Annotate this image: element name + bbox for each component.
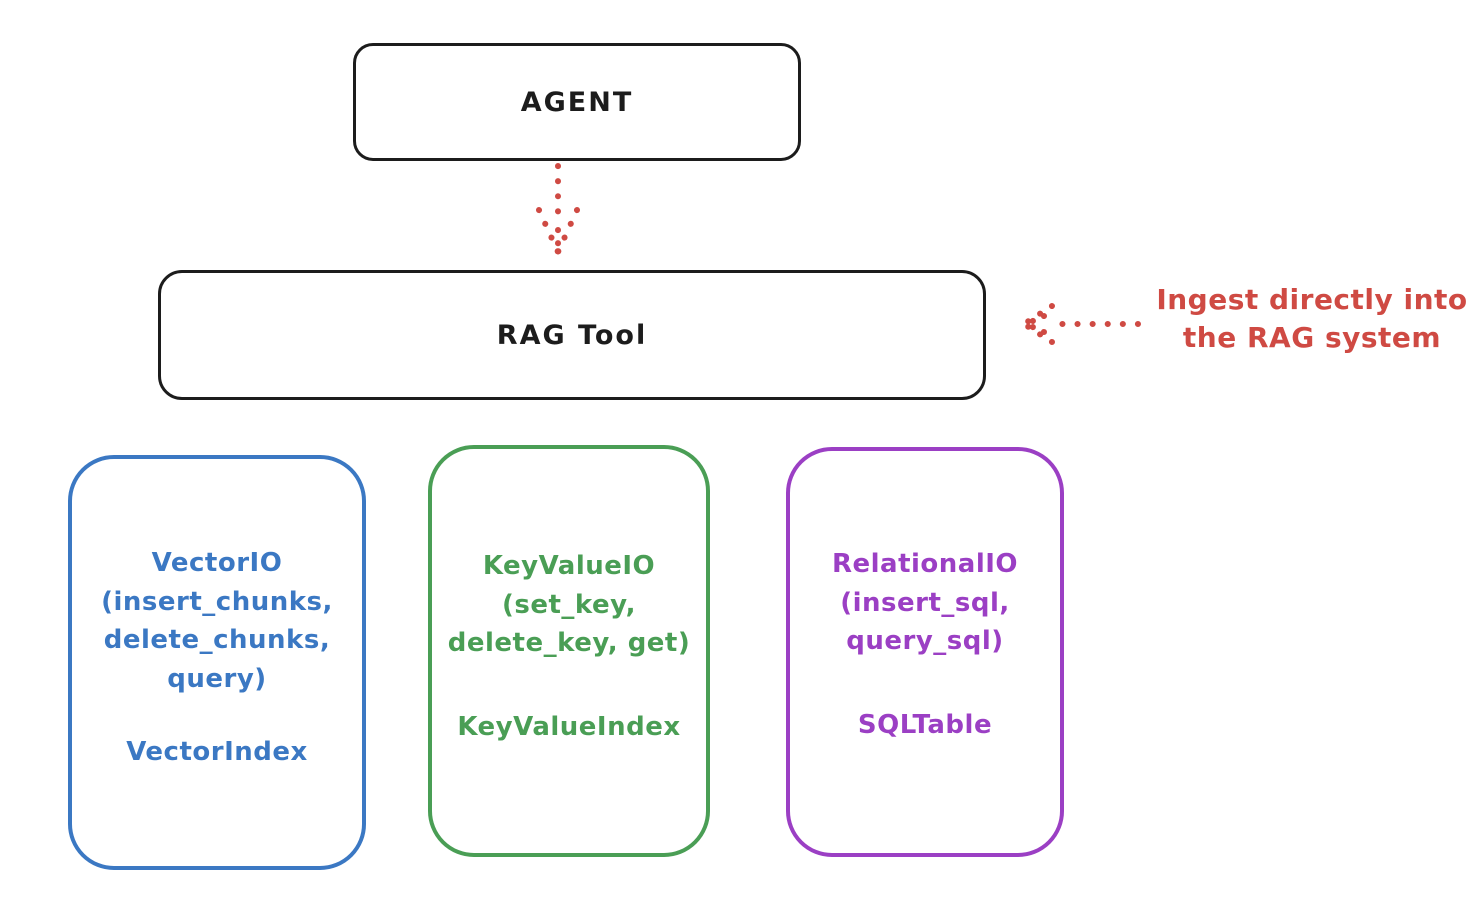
vector-io-method-line: delete_chunks, bbox=[103, 625, 331, 655]
vector-io-method-line: query) bbox=[167, 663, 267, 694]
dotted-arrow-down-icon bbox=[536, 163, 580, 259]
rag-tool-box: RAG Tool bbox=[158, 270, 986, 400]
rag-tool-box-label: RAG Tool bbox=[496, 319, 648, 351]
keyvalue-io-title: KeyValueIO bbox=[482, 551, 656, 581]
agent-box: AGENT bbox=[353, 43, 801, 161]
vector-io-method-line: (insert_chunks, bbox=[101, 586, 333, 617]
vector-io-title: VectorIO bbox=[151, 548, 283, 578]
sql-table-label: SQLTable bbox=[857, 709, 993, 740]
relational-io-method-line: query_sql) bbox=[846, 626, 1004, 656]
agent-box-label: AGENT bbox=[520, 86, 634, 118]
keyvalue-index-label: KeyValueIndex bbox=[457, 711, 681, 742]
vector-io-box: VectorIO (insert_chunks, delete_chunks, … bbox=[68, 455, 366, 870]
keyvalue-io-box: KeyValueIO (set_key, delete_key, get) Ke… bbox=[428, 445, 710, 857]
vector-index-label: VectorIndex bbox=[126, 737, 308, 767]
ingest-annotation-line2: the RAG system bbox=[1182, 321, 1442, 354]
relational-io-method-line: (insert_sql, bbox=[840, 587, 1010, 618]
dotted-arrow-left-icon bbox=[1021, 303, 1141, 345]
relational-io-title: RelationalIO bbox=[831, 549, 1019, 579]
keyvalue-io-method-line: (set_key, bbox=[502, 589, 636, 620]
relational-io-box: RelationalIO (insert_sql, query_sql) SQL… bbox=[786, 447, 1064, 857]
keyvalue-io-method-line: delete_key, get) bbox=[447, 628, 691, 658]
ingest-annotation-line1: Ingest directly into bbox=[1156, 283, 1468, 316]
ingest-annotation: Ingest directly into the RAG system bbox=[1140, 281, 1484, 357]
